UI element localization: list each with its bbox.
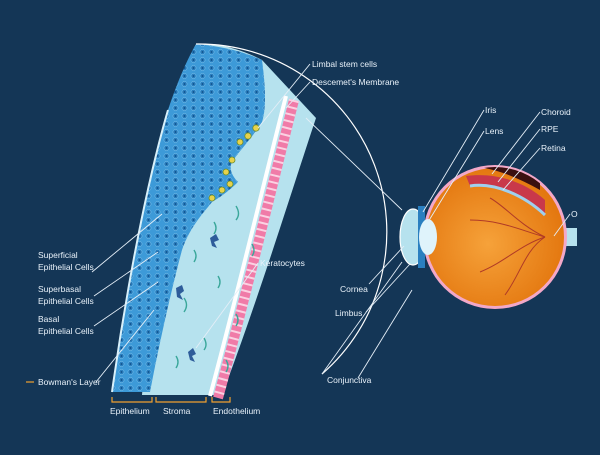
zoom-line-top [306, 118, 402, 210]
cornea-magnified-view [112, 43, 387, 398]
label-superficial-1: Superficial [38, 250, 78, 260]
label-limbal-stem-cells: Limbal stem cells [312, 59, 377, 69]
label-lens: Lens [485, 126, 503, 136]
layer-epithelium: Epithelium [110, 406, 150, 416]
label-basal-1: Basal [38, 314, 59, 324]
label-superbasal-1: Superbasal [38, 284, 81, 294]
eye-illustration [400, 150, 577, 309]
label-superficial-2: Epithelial Cells [38, 262, 94, 272]
label-retina: Retina [541, 143, 566, 153]
label-superbasal-2: Epithelial Cells [38, 296, 94, 306]
label-basal-2: Epithelial Cells [38, 326, 94, 336]
label-choroid: Choroid [541, 107, 571, 117]
label-keratocytes: Keratocytes [260, 258, 305, 268]
label-limbus: Limbus [335, 308, 362, 318]
label-cornea: Cornea [340, 284, 368, 294]
label-rpe: RPE [541, 124, 559, 134]
lens-shape [419, 219, 437, 255]
label-conjunctiva: Conjunctiva [327, 375, 372, 385]
label-descemets-membrane: Descemet's Membrane [312, 77, 399, 87]
layer-endothelium: Endothelium [213, 406, 260, 416]
layer-stroma: Stroma [163, 406, 191, 416]
label-optic: O [571, 209, 578, 219]
zoom-line-bottom [322, 262, 402, 374]
layer-brackets: Epithelium Stroma Endothelium [110, 397, 260, 416]
label-iris: Iris [485, 105, 496, 115]
label-bowmans-layer: Bowman's Layer [38, 377, 101, 387]
